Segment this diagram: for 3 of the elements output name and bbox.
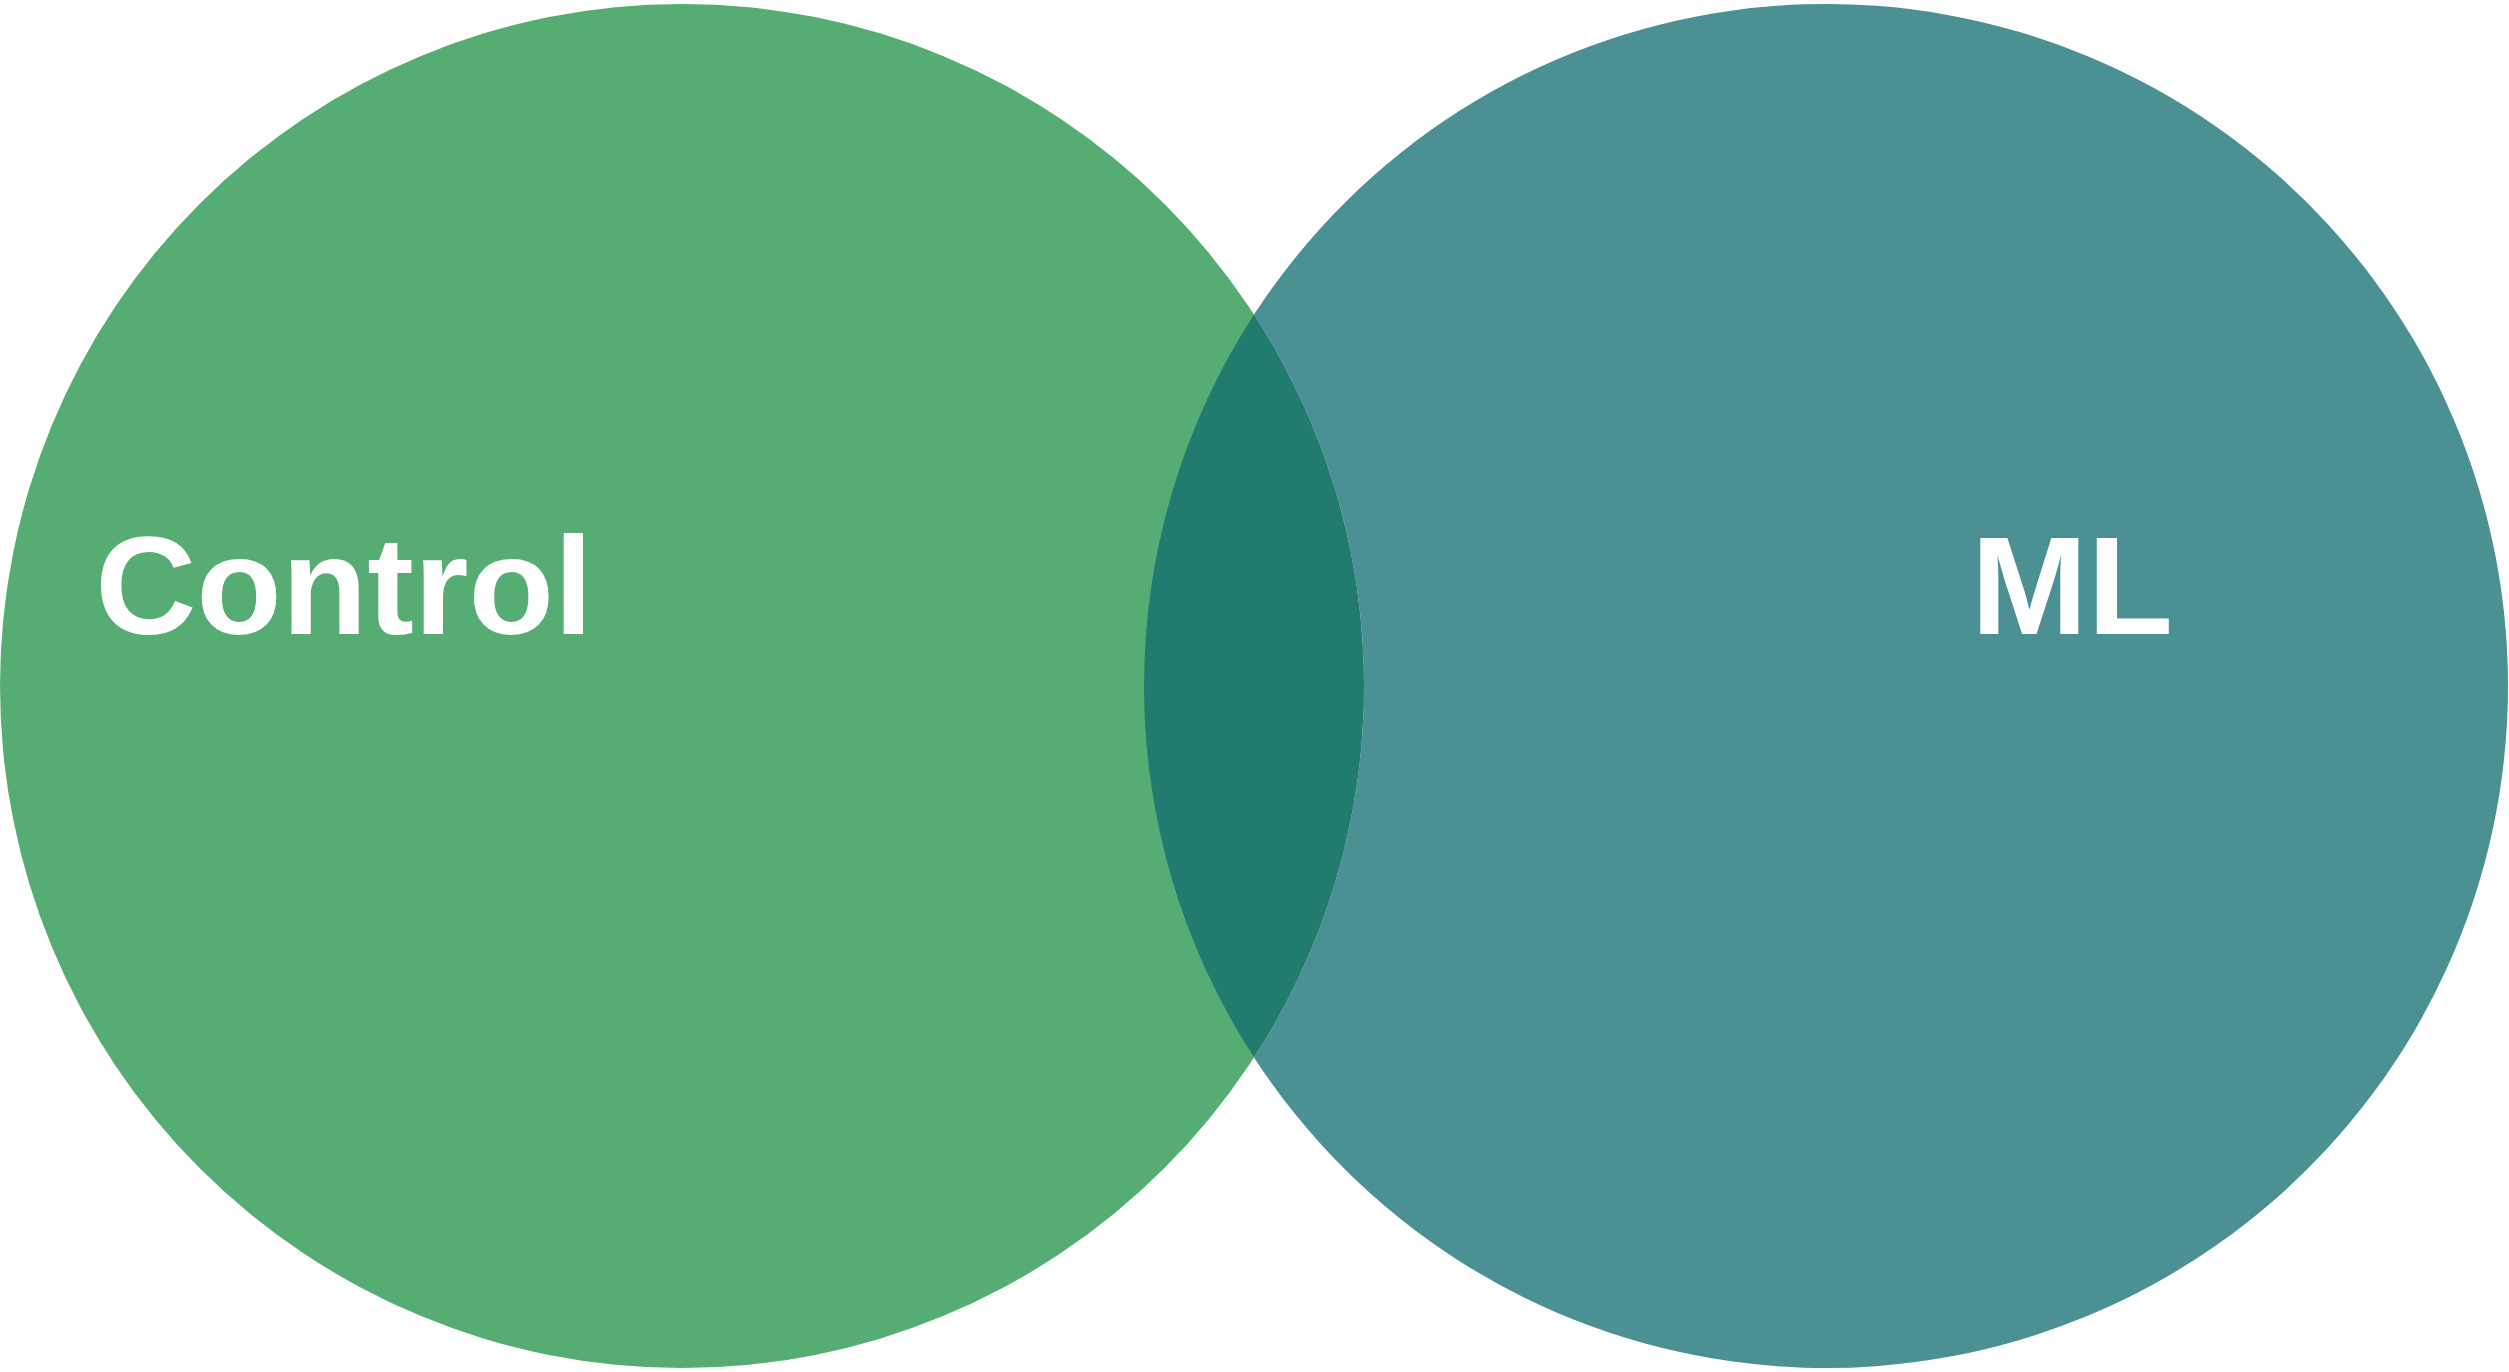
circle-label: Control <box>95 516 593 656</box>
circle-label: ML <box>1970 516 2174 656</box>
venn-circle <box>0 4 1364 1368</box>
